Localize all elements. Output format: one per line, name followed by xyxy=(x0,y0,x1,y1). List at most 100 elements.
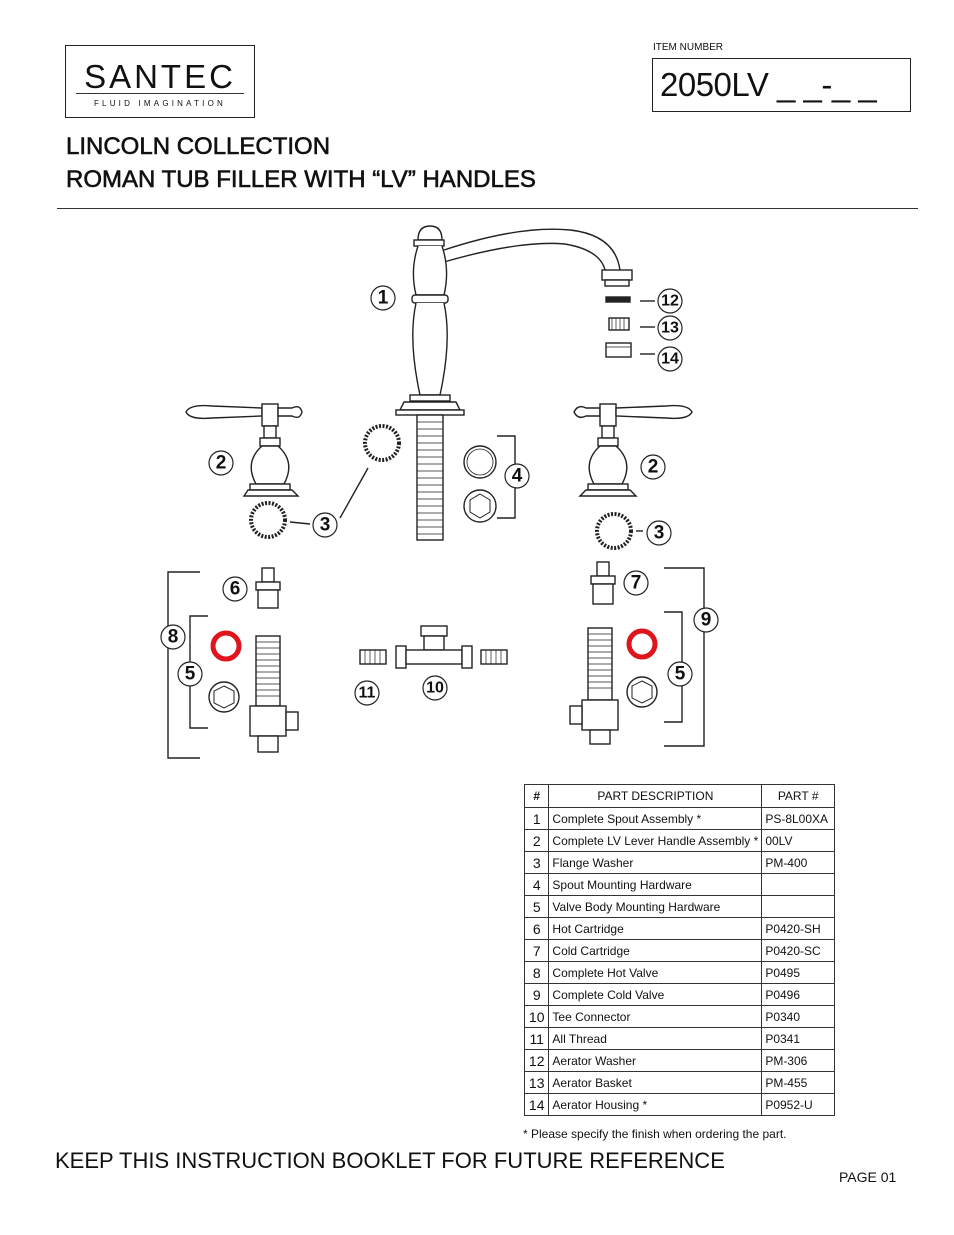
row-desc: All Thread xyxy=(548,1027,763,1050)
row-num: 12 xyxy=(523,1049,550,1072)
aerator-housing-drawing xyxy=(605,342,632,358)
cold-valve-nut xyxy=(626,676,658,708)
row-desc: Cold Cartridge xyxy=(548,939,763,962)
row-desc: Complete Hot Valve xyxy=(548,961,763,984)
row-num: 2 xyxy=(523,829,550,852)
row-desc: Spout Mounting Hardware xyxy=(548,873,763,896)
page-number: PAGE 01 xyxy=(839,1169,897,1185)
hot-cartridge-drawing xyxy=(255,567,281,609)
callout-4: 4 xyxy=(512,466,523,487)
row-desc: Flange Washer xyxy=(548,851,763,874)
title-divider xyxy=(57,208,918,209)
all-thread-right-drawing xyxy=(480,649,508,665)
row-desc: Aerator Basket xyxy=(548,1071,763,1094)
item-number-label: ITEM NUMBER xyxy=(653,42,723,53)
row-part: P0341 xyxy=(761,1027,835,1050)
row-num: 5 xyxy=(523,895,550,918)
row-part: P0952-U xyxy=(761,1093,835,1116)
cold-cartridge-drawing xyxy=(590,561,616,605)
item-number-value: 2050LV _ _-_ _ xyxy=(660,66,877,103)
table-header-row: # PART DESCRIPTION PART # xyxy=(523,784,835,808)
left-handle-drawing xyxy=(185,403,303,497)
spout-washer-drawing xyxy=(463,445,497,479)
row-desc: Aerator Housing * xyxy=(548,1093,763,1116)
row-part: PM-455 xyxy=(761,1071,835,1094)
spout-assembly-drawing xyxy=(395,225,633,541)
row-desc: Aerator Washer xyxy=(548,1049,763,1072)
logo-divider xyxy=(76,93,244,94)
callout-11: 11 xyxy=(359,685,376,702)
row-num: 9 xyxy=(523,983,550,1006)
callout-5-right: 5 xyxy=(675,664,686,685)
row-desc: Valve Body Mounting Hardware xyxy=(548,895,763,918)
callout-2-left: 2 xyxy=(216,453,227,474)
brand-tagline: FLUID IMAGINATION xyxy=(93,99,227,108)
item-number-box: 2050LV _ _-_ _ xyxy=(652,58,911,112)
callout-13: 13 xyxy=(661,320,679,337)
row-num: 14 xyxy=(523,1093,550,1116)
collection-title: LINCOLN COLLECTION xyxy=(66,133,331,161)
row-num: 10 xyxy=(523,1005,550,1028)
row-desc: Complete LV Lever Handle Assembly * xyxy=(548,829,763,852)
callout-7: 7 xyxy=(631,573,642,594)
row-desc: Tee Connector xyxy=(548,1005,763,1028)
brand-name: SANTEC xyxy=(84,58,236,95)
hot-valve-body-drawing xyxy=(249,635,299,753)
flange-washer-right xyxy=(595,512,633,550)
row-num: 1 xyxy=(523,807,550,830)
spout-nut-drawing xyxy=(463,489,497,523)
row-part xyxy=(761,895,835,918)
row-part: P0495 xyxy=(761,961,835,984)
row-part: 00LV xyxy=(761,829,835,852)
row-desc: Hot Cartridge xyxy=(548,917,763,940)
row-num: 13 xyxy=(523,1071,550,1094)
callout-14: 14 xyxy=(661,351,679,368)
row-part: P0420-SH xyxy=(761,917,835,940)
callout-6: 6 xyxy=(230,579,241,600)
santec-logo: SANTEC FLUID IMAGINATION xyxy=(65,45,255,118)
callout-8: 8 xyxy=(168,627,179,648)
callout-2-right: 2 xyxy=(648,457,659,478)
right-handle-drawing xyxy=(573,403,693,497)
callout-1: 1 xyxy=(378,288,389,309)
row-part: PM-306 xyxy=(761,1049,835,1072)
row-num: 3 xyxy=(523,851,550,874)
cold-valve-body-drawing xyxy=(569,627,619,745)
hot-valve-red-washer xyxy=(210,630,242,662)
row-part: P0496 xyxy=(761,983,835,1006)
col-header-num: # xyxy=(523,784,550,808)
hot-valve-nut xyxy=(208,681,240,713)
keep-booklet-notice: KEEP THIS INSTRUCTION BOOKLET FOR FUTURE… xyxy=(55,1148,725,1173)
row-desc: Complete Spout Assembly * xyxy=(548,807,763,830)
callout-12: 12 xyxy=(661,293,679,310)
product-title: ROMAN TUB FILLER WITH “LV” HANDLES xyxy=(66,166,536,194)
flange-washer-center xyxy=(363,424,401,462)
callout-5-left: 5 xyxy=(185,664,196,685)
callout-10: 10 xyxy=(426,680,444,697)
row-part: P0340 xyxy=(761,1005,835,1028)
row-num: 6 xyxy=(523,917,550,940)
row-part xyxy=(761,873,835,896)
tee-connector-drawing xyxy=(395,625,473,669)
row-num: 8 xyxy=(523,961,550,984)
callout-3-right: 3 xyxy=(654,523,665,544)
finish-footnote: * Please specify the finish when orderin… xyxy=(523,1127,787,1141)
col-header-part: PART # xyxy=(761,784,835,808)
cold-valve-red-washer xyxy=(626,628,658,660)
row-part: PM-400 xyxy=(761,851,835,874)
row-num: 7 xyxy=(523,939,550,962)
